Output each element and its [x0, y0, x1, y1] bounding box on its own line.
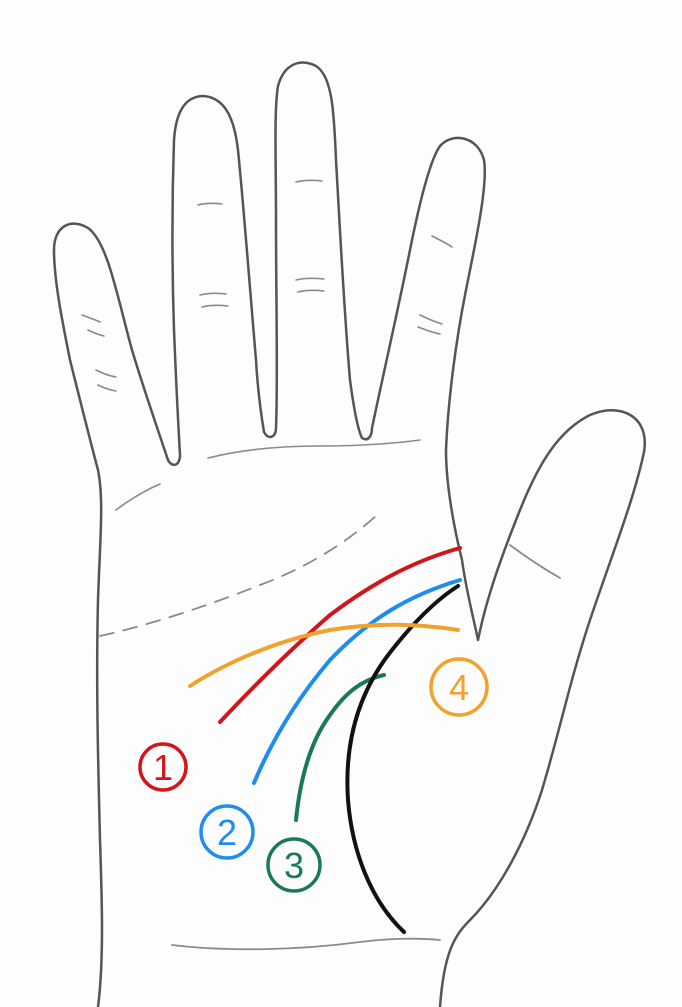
- hand-outline: [52, 61, 647, 1007]
- label-4-text: 4: [449, 667, 469, 708]
- label-2: 2: [199, 804, 255, 860]
- line-2-blue: [252, 578, 462, 785]
- label-3-text: 3: [284, 845, 304, 886]
- line-3-green: [294, 673, 386, 822]
- wrist-crease: [171, 937, 441, 951]
- dashed-crease: [99, 515, 377, 637]
- finger-creases: [81, 179, 453, 511]
- label-1-text: 1: [153, 747, 173, 788]
- label-2-text: 2: [217, 812, 237, 853]
- line-4-orange: [188, 622, 460, 688]
- line-1-red: [218, 546, 462, 724]
- line-black: [345, 584, 460, 934]
- label-3: 3: [266, 837, 322, 893]
- label-1: 1: [138, 742, 188, 792]
- thumb-crease: [509, 544, 561, 579]
- label-4: 4: [429, 657, 489, 717]
